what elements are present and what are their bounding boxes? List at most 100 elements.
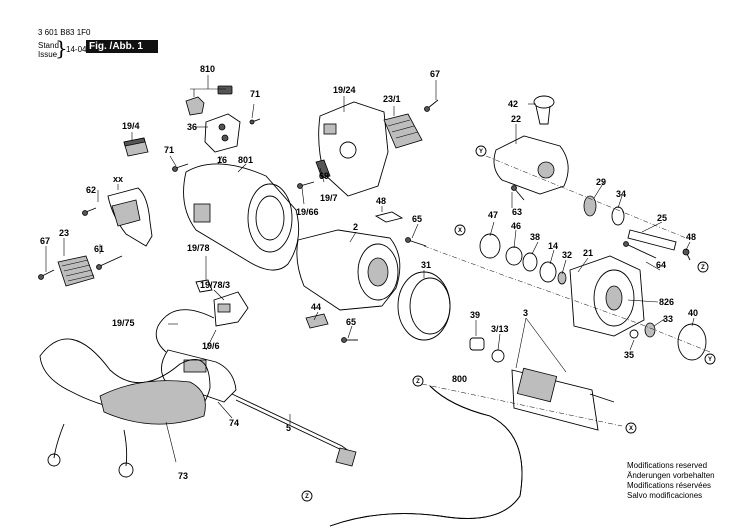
part-36 <box>204 113 241 153</box>
label-5: 5 <box>286 423 291 433</box>
cable-19-75 <box>155 309 215 353</box>
marker-y2: Y <box>708 357 712 363</box>
markers <box>301 145 716 502</box>
label-33: 33 <box>663 314 673 324</box>
part-23-1 <box>383 113 423 149</box>
axis-line-3 <box>421 383 623 427</box>
part-73 <box>39 338 211 478</box>
marker-x1: X <box>458 228 462 234</box>
label-14: 14 <box>548 241 558 251</box>
label-2: 2 <box>353 222 358 232</box>
label-16: 16 <box>217 155 227 165</box>
label-29: 29 <box>596 177 606 187</box>
label-64: 64 <box>656 260 666 270</box>
part-38 <box>522 252 538 272</box>
part-25 <box>627 229 677 251</box>
cable-5b <box>235 399 347 453</box>
part-19-7 <box>315 159 331 179</box>
label-48b: 48 <box>686 232 696 242</box>
label-801: 801 <box>238 155 253 165</box>
part-33 <box>644 322 656 338</box>
label-62: 62 <box>86 185 96 195</box>
part-19-4 <box>123 137 149 157</box>
label-800: 800 <box>452 374 467 384</box>
part-xx <box>107 187 153 247</box>
part-42 <box>533 95 555 125</box>
brace-icon: } <box>55 36 68 60</box>
axis-line-2 <box>485 155 687 239</box>
label-23-1: 23/1 <box>383 94 401 104</box>
part-22 <box>493 135 569 195</box>
part-40 <box>677 323 707 361</box>
label-44: 44 <box>311 302 321 312</box>
axis-line-1 <box>423 245 711 353</box>
part-14 <box>539 261 557 283</box>
label-42: 42 <box>508 99 518 109</box>
figure-label: Fig. /Abb. 1 <box>86 40 158 53</box>
note-line-es: Salvo modificaciones <box>627 491 703 500</box>
label-74: 74 <box>229 418 239 428</box>
label-71b: 71 <box>164 145 174 155</box>
marker-y1: Y <box>479 149 483 155</box>
part-21 <box>569 255 645 337</box>
screws <box>38 99 691 343</box>
note-line-de: Änderungen vorbehalten <box>627 471 715 480</box>
marker-z3: Z <box>305 494 309 500</box>
part-29 <box>583 195 597 217</box>
modifications-note: Modifications reserved Änderungen vorbeh… <box>627 461 715 501</box>
label-810: 810 <box>200 64 215 74</box>
part-number: 3 601 B83 1F0 <box>38 28 91 37</box>
part-48a <box>374 211 404 223</box>
part-19-24 <box>318 101 389 197</box>
marker-z1: Z <box>701 265 705 271</box>
part-2 <box>296 229 401 311</box>
label-19-78: 19/78 <box>187 243 210 253</box>
label-19-7: 19/7 <box>320 193 338 203</box>
label-32: 32 <box>562 250 572 260</box>
part-32 <box>557 271 567 285</box>
label-23: 23 <box>59 228 69 238</box>
label-39: 39 <box>470 310 480 320</box>
part-3 <box>511 367 615 431</box>
plug-5 <box>335 447 357 467</box>
label-19-4: 19/4 <box>122 121 140 131</box>
label-25: 25 <box>657 213 667 223</box>
label-47: 47 <box>488 210 498 220</box>
part-31 <box>397 271 451 341</box>
label-21: 21 <box>583 248 593 258</box>
note-line-en: Modifications reserved <box>627 461 708 470</box>
part-800-outline <box>329 385 523 527</box>
label-67a: 67 <box>40 236 50 246</box>
label-3: 3 <box>523 308 528 318</box>
part-39 <box>469 337 485 351</box>
label-31: 31 <box>421 260 431 270</box>
leader-lines <box>45 75 695 463</box>
label-65b: 65 <box>346 317 356 327</box>
part-810 <box>185 85 233 116</box>
label-71a: 71 <box>250 89 260 99</box>
label-22: 22 <box>511 114 521 124</box>
part-19-78 <box>195 279 249 327</box>
label-69: 69 <box>319 171 329 181</box>
label-19-6: 19/6 <box>202 341 220 351</box>
label-826: 826 <box>659 297 674 307</box>
part-35 <box>629 329 639 339</box>
part-46 <box>505 246 523 266</box>
label-65a: 65 <box>412 214 422 224</box>
label-3-13: 3/13 <box>491 324 509 334</box>
part-23 <box>57 255 95 287</box>
label-19-66: 19/66 <box>296 207 319 217</box>
part-3-13 <box>491 349 505 363</box>
label-46: 46 <box>511 221 521 231</box>
issue-date: 14-04-30 <box>66 45 99 54</box>
note-line-fr: Modifications réservées <box>627 481 712 490</box>
marker-x2: X <box>629 426 633 432</box>
label-40: 40 <box>688 308 698 318</box>
label-48a: 48 <box>376 196 386 206</box>
part-47 <box>479 233 501 259</box>
stand-label: Stand <box>38 41 59 50</box>
part-34 <box>611 206 625 226</box>
label-36: 36 <box>187 122 197 132</box>
marker-z2: Z <box>416 379 420 385</box>
